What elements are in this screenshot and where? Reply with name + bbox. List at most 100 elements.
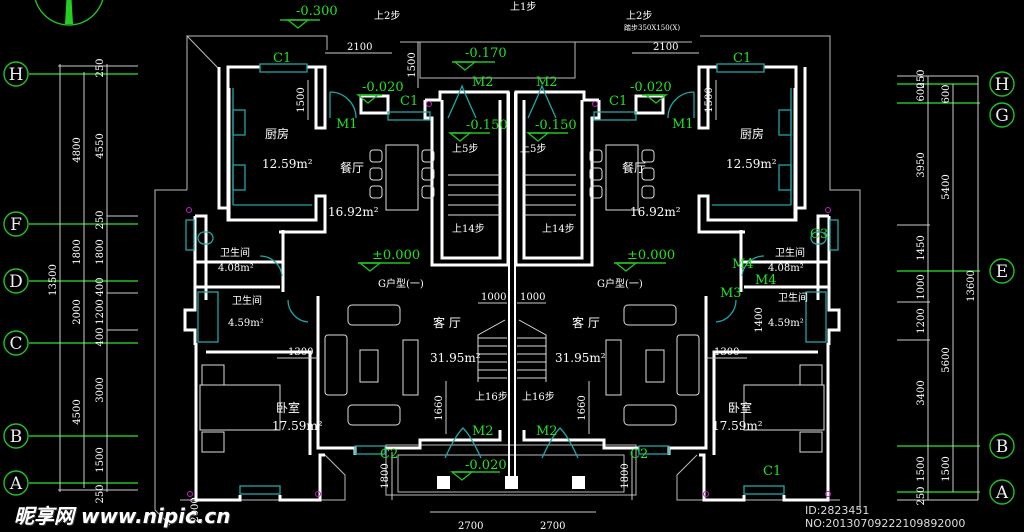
step-labels: 上1步 上2步 上2步 踏步350X150(X) 上5步 上5步 上14步 上1… xyxy=(374,1,680,403)
room-area: 31.95m² xyxy=(430,351,481,365)
svg-text:1800: 1800 xyxy=(620,463,631,488)
left-dimension-texts: 13500 4800 1800 2000 4500 250 4550 250 1… xyxy=(48,58,106,503)
elevation-top-left: -0.300 xyxy=(296,4,338,19)
watermark: 昵享网 www.nipic.cn xyxy=(14,504,231,528)
svg-text:5600: 5600 xyxy=(941,347,952,372)
room-name: 卧室 xyxy=(276,400,300,415)
room-area: 4.08m² xyxy=(218,263,254,274)
axis-label-D: D xyxy=(9,272,23,292)
svg-text:600: 600 xyxy=(941,84,952,103)
left-furniture xyxy=(197,109,435,453)
svg-text:3000: 3000 xyxy=(95,377,106,402)
elevation-labels: -0.300 -0.170 -0.020 -0.020 -0.150 -0.15… xyxy=(296,4,675,473)
axis-label-B: B xyxy=(996,437,1009,457)
door-swings xyxy=(259,84,765,459)
stairs xyxy=(448,174,576,382)
elevation-floor-left: ±0.000 xyxy=(372,248,420,263)
room-name: 卫生间 xyxy=(220,246,250,259)
axis-label-F: F xyxy=(10,215,22,235)
svg-text:C1: C1 xyxy=(273,51,291,66)
svg-text:1500: 1500 xyxy=(296,87,307,112)
svg-text:上5步: 上5步 xyxy=(452,143,478,155)
room-name: 卫生间 xyxy=(778,291,808,304)
svg-text:1660: 1660 xyxy=(434,395,445,420)
svg-text:C1: C1 xyxy=(763,464,781,479)
axis-label-G: G xyxy=(995,106,1009,126)
image-id: ID:2823451 NO:20130709222109892000 xyxy=(805,504,966,530)
svg-text:C1: C1 xyxy=(609,94,627,109)
center-party-wall xyxy=(418,92,606,489)
svg-text:1660: 1660 xyxy=(577,395,588,420)
elevation-landing-left: -0.150 xyxy=(466,118,508,133)
room-name: 餐厅 xyxy=(340,160,364,175)
svg-text:5400: 5400 xyxy=(941,174,952,199)
plan-dimension-lines xyxy=(277,42,747,513)
opening-labels: C1 C1 C1 C1 M1 M1 M2 M2 M2 M2 C2 C2 C1 C… xyxy=(273,51,828,479)
right-room-labels: 厨房 12.59m² 餐厅 16.92m² G户型(一) 卫生间 4.08m² … xyxy=(555,126,808,433)
svg-text:1800: 1800 xyxy=(380,463,391,488)
svg-text:1500: 1500 xyxy=(704,87,715,112)
svg-text:1000: 1000 xyxy=(481,292,506,303)
svg-text:3400: 3400 xyxy=(916,380,927,405)
room-name: 餐厅 xyxy=(622,160,646,175)
unit-type: G户型(一) xyxy=(597,277,643,290)
axis-label-H: H xyxy=(995,75,1010,95)
svg-text:4550: 4550 xyxy=(95,133,106,158)
plan-dimension-texts: 2100 2100 1500 1500 1500 1000 1000 1300 … xyxy=(190,42,765,532)
svg-text:250: 250 xyxy=(95,210,106,229)
unit-type: G户型(一) xyxy=(378,277,424,290)
svg-text:上5步: 上5步 xyxy=(520,143,546,155)
room-area: 4.59m² xyxy=(228,318,264,329)
left-axis-bubbles: H F D C B A xyxy=(3,61,29,496)
right-furniture xyxy=(589,109,827,453)
room-area: 31.95m² xyxy=(555,351,606,365)
svg-text:M3: M3 xyxy=(720,286,742,301)
room-area: 12.59m² xyxy=(262,157,313,171)
right-axis-bubbles: H G E B A xyxy=(989,71,1015,505)
axis-label-H: H xyxy=(9,65,24,85)
right-dimension-texts: 600 250 3950 1450 1000 1200 3400 1500 25… xyxy=(916,69,977,505)
elevation-landing-right: -0.150 xyxy=(535,118,577,133)
left-unit-walls xyxy=(183,65,510,502)
svg-text:1450: 1450 xyxy=(916,235,927,260)
north-arrow-icon xyxy=(34,0,104,26)
svg-text:13600: 13600 xyxy=(966,270,977,302)
svg-text:2700: 2700 xyxy=(540,521,565,532)
axis-label-E: E xyxy=(996,262,1008,282)
column-markers xyxy=(186,101,831,497)
svg-text:上2步: 上2步 xyxy=(374,10,400,22)
room-name: 卧室 xyxy=(728,400,752,415)
svg-text:250: 250 xyxy=(95,58,106,77)
svg-text:M2: M2 xyxy=(472,424,494,439)
svg-text:1500: 1500 xyxy=(407,52,418,77)
svg-text:2100: 2100 xyxy=(653,42,678,53)
elevation-entry-right: -0.020 xyxy=(630,80,672,95)
room-area: 12.59m² xyxy=(726,157,777,171)
svg-text:C1: C1 xyxy=(733,51,751,66)
room-name: 厨房 xyxy=(265,126,289,141)
svg-text:1500: 1500 xyxy=(941,456,952,481)
room-name: 客 厅 xyxy=(433,315,461,330)
svg-text:M1: M1 xyxy=(336,117,358,132)
axis-label-A: A xyxy=(9,474,23,494)
svg-text:400: 400 xyxy=(95,277,106,296)
axis-label-A: A xyxy=(995,483,1009,503)
svg-text:1300: 1300 xyxy=(288,347,313,358)
terrace-outline xyxy=(154,35,861,526)
elevation-markers xyxy=(280,19,668,481)
svg-text:600: 600 xyxy=(916,82,927,101)
svg-text:C2: C2 xyxy=(380,447,398,462)
svg-text:上14步: 上14步 xyxy=(452,223,485,235)
svg-text:M1: M1 xyxy=(672,117,694,132)
right-axis-lines xyxy=(897,75,980,501)
svg-text:2000: 2000 xyxy=(72,299,83,324)
svg-text:3950: 3950 xyxy=(916,152,927,177)
svg-text:1500: 1500 xyxy=(95,447,106,472)
svg-text:4500: 4500 xyxy=(72,399,83,424)
room-area: 4.59m² xyxy=(768,318,804,329)
svg-text:M4: M4 xyxy=(755,273,777,288)
left-axis-lines xyxy=(29,64,138,492)
svg-text:上14步: 上14步 xyxy=(542,223,575,235)
svg-text:上2步: 上2步 xyxy=(626,10,652,22)
